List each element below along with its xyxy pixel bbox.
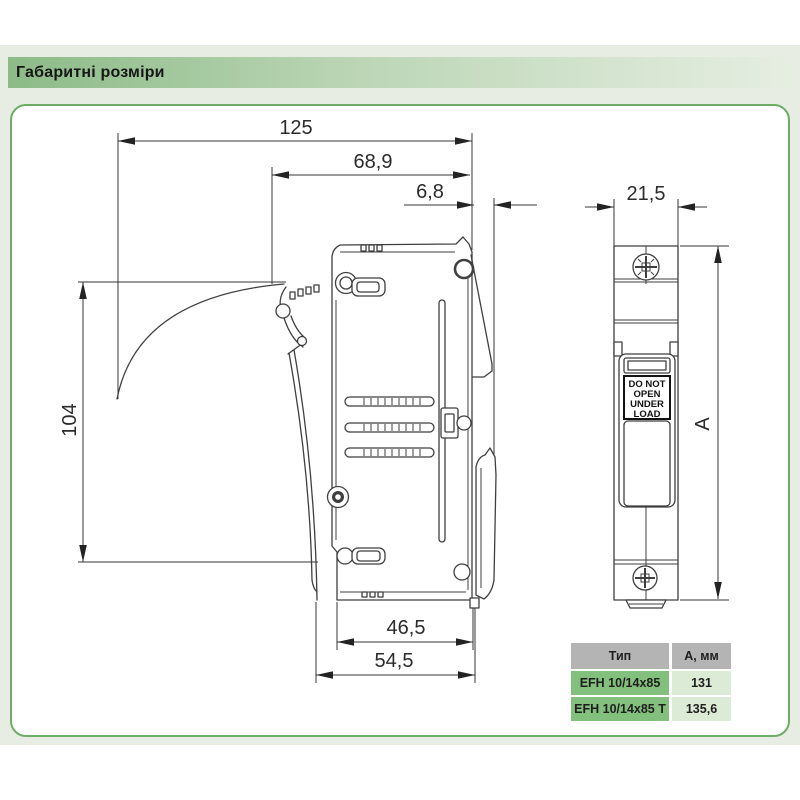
dim-overall-depth: 54,5	[316, 650, 475, 679]
extension-lines	[78, 133, 495, 683]
dim-label-A: A	[692, 417, 714, 431]
table-row-type: EFH 10/14x85 T	[571, 697, 669, 721]
dim-front-width: 21,5	[585, 183, 707, 211]
dim-label-46-5: 46,5	[387, 617, 426, 639]
dim-label-68-9: 68,9	[354, 151, 393, 173]
din-rail-clip	[469, 447, 497, 609]
screw-bushing-icon	[453, 258, 475, 280]
front-view-body: DO NOT OPEN UNDER LOAD	[613, 245, 679, 609]
dim-label-125: 125	[279, 117, 312, 139]
table-row-value: 131	[672, 671, 731, 695]
warning-line-3: UNDER	[630, 399, 664, 410]
side-view-details	[326, 299, 472, 598]
table-header-a-mm: А, мм	[672, 643, 731, 669]
warning-label-box	[623, 375, 671, 420]
dim-label-54-5: 54,5	[375, 650, 414, 672]
table-row-type: EFH 10/14x85	[571, 671, 669, 695]
dim-overall-width: 125	[118, 117, 472, 145]
side-view-body	[289, 236, 493, 601]
table-row-value: 135,6	[672, 697, 731, 721]
bottom-screw-icon	[632, 565, 658, 591]
lid-swing-arc	[116, 283, 285, 400]
dim-body-width: 68,9	[272, 151, 470, 179]
dim-height: 104	[59, 282, 87, 562]
top-screw-icon	[632, 253, 660, 281]
side-view-drawing: 125 68,9 6,8 104 46,5	[59, 117, 537, 683]
warning-line-2: OPEN	[634, 389, 661, 400]
dim-label-104: 104	[59, 403, 81, 436]
front-view-drawing: 21,5 A	[585, 183, 729, 609]
dim-front-height: A	[692, 246, 722, 599]
dim-base-width: 46,5	[337, 617, 473, 646]
section-header: Габаритні розміри	[8, 57, 795, 88]
dim-label-6-8: 6,8	[416, 181, 444, 203]
dim-rail-offset: 6,8	[404, 181, 537, 209]
fixing-screw-icon	[326, 485, 350, 509]
dim-label-21-5: 21,5	[627, 183, 666, 205]
fuse-carrier-handle: DO NOT OPEN UNDER LOAD	[618, 353, 676, 508]
table-header-type: Тип	[571, 643, 669, 669]
open-lid	[116, 283, 318, 601]
warning-line-4: LOAD	[634, 409, 661, 420]
warning-line-1: DO NOT	[629, 379, 666, 390]
dimension-table: Тип А, мм EFH 10/14x85 131 EFH 10/14x85 …	[571, 643, 731, 721]
section-title: Габаритні розміри	[16, 63, 165, 81]
